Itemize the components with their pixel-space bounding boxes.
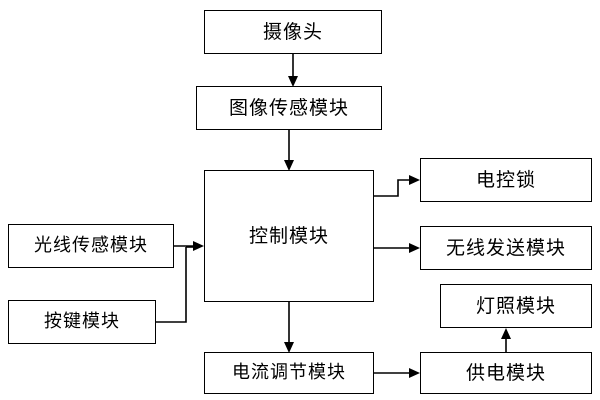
node-current-adjust: 电流调节模块 — [204, 352, 374, 394]
node-lamp-module: 灯照模块 — [440, 284, 592, 328]
node-current-adjust-label: 电流调节模块 — [232, 362, 346, 384]
edge-camera-to-image — [288, 54, 298, 87]
node-camera: 摄像头 — [204, 10, 382, 54]
node-electric-lock: 电控锁 — [420, 158, 592, 202]
node-image-sensor-label: 图像传感模块 — [228, 96, 349, 119]
edge-current-to-power — [374, 368, 420, 378]
node-controller: 控制模块 — [204, 170, 374, 302]
node-electric-lock-label: 电控锁 — [475, 168, 536, 191]
node-wireless-transmitter: 无线发送模块 — [420, 226, 592, 270]
node-light-sensor: 光线传感模块 — [8, 224, 174, 268]
node-image-sensor: 图像传感模块 — [196, 86, 382, 130]
node-power-supply: 供电模块 — [420, 352, 592, 394]
node-camera-label: 摄像头 — [262, 20, 323, 43]
edge-controller-to-wireless — [374, 243, 420, 253]
node-light-sensor-label: 光线传感模块 — [34, 235, 148, 257]
node-wireless-transmitter-label: 无线发送模块 — [445, 236, 566, 259]
node-key-module: 按键模块 — [8, 300, 156, 344]
node-power-supply-label: 供电模块 — [465, 361, 546, 384]
edge-power-to-lamp — [501, 328, 511, 352]
edge-controller-to-lock — [374, 175, 420, 197]
node-lamp-module-label: 灯照模块 — [475, 294, 556, 317]
node-controller-label: 控制模块 — [248, 224, 329, 247]
edge-image-to-controller — [284, 130, 294, 171]
edge-controller-to-current — [284, 302, 294, 353]
node-key-module-label: 按键模块 — [44, 311, 120, 333]
edge-light-to-controller — [174, 241, 204, 251]
